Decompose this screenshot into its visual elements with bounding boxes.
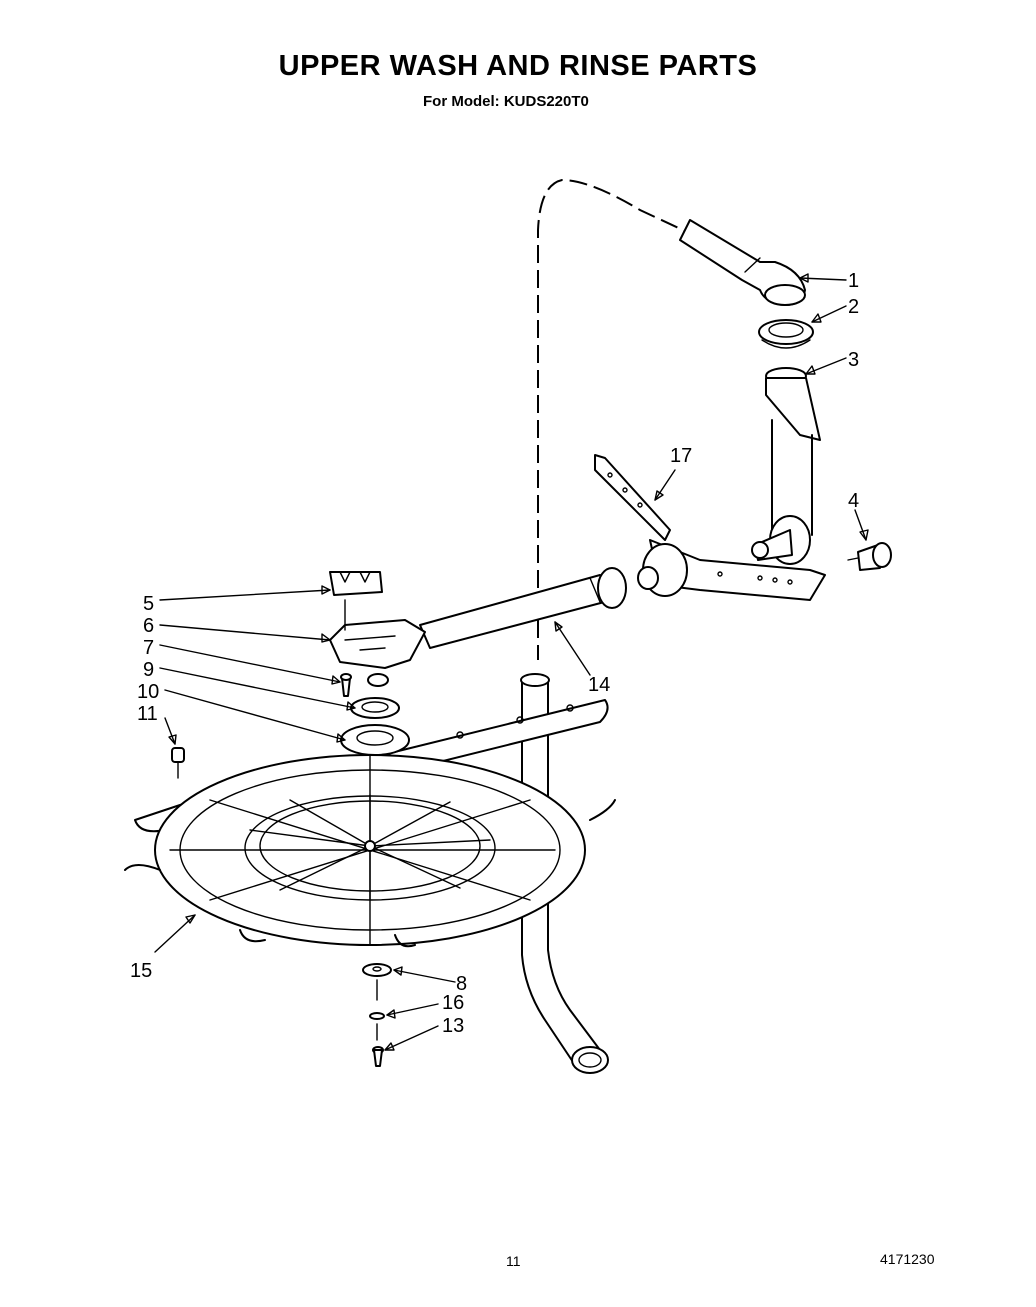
callout-9: 9: [143, 659, 154, 681]
page-number: 11: [506, 1253, 521, 1269]
manifold-assembly: [637, 515, 826, 601]
part-14-supply-tube: [419, 567, 627, 649]
callout-7: 7: [143, 637, 154, 659]
callout-1: 1: [848, 270, 859, 292]
callout-2: 2: [848, 296, 859, 318]
part-5-clip: [329, 571, 383, 596]
part-8-washer: [362, 963, 392, 1001]
callout-17: 17: [670, 445, 692, 467]
part-3-tube: [765, 367, 821, 536]
callout-10: 10: [137, 681, 159, 703]
document-number: 4171230: [880, 1251, 935, 1267]
callout-11: 11: [137, 703, 158, 725]
callout-15: 15: [130, 960, 152, 982]
part-1-elbow: [679, 219, 806, 306]
callout-4: 4: [848, 490, 859, 512]
part-6-housing: [329, 599, 426, 669]
part-7-screw: [340, 673, 352, 697]
callout-6: 6: [143, 615, 154, 637]
part-2-ring: [758, 319, 814, 349]
part-9-bearing: [350, 697, 400, 719]
callout-8: 8: [456, 973, 467, 995]
part-13-screw: [372, 1046, 384, 1067]
leader-lines: [154, 273, 869, 1051]
model-subtitle: For Model: KUDS220T0: [423, 93, 589, 110]
part-15-rack: [124, 754, 616, 948]
part-11-clip: [171, 747, 185, 779]
part-17-bracket: [594, 454, 671, 541]
part-4-plug: [847, 542, 892, 571]
small-nut: [367, 673, 389, 687]
routing-dashed-line: [537, 178, 701, 660]
callout-5: 5: [143, 593, 154, 615]
lower-feed-tube: [520, 673, 609, 1074]
callout-13: 13: [442, 1015, 464, 1037]
page-title: UPPER WASH AND RINSE PARTS: [278, 50, 758, 82]
callout-14: 14: [588, 674, 610, 696]
part-16-washer: [369, 1012, 385, 1041]
callout-3: 3: [848, 349, 859, 371]
callout-16: 16: [442, 992, 464, 1014]
